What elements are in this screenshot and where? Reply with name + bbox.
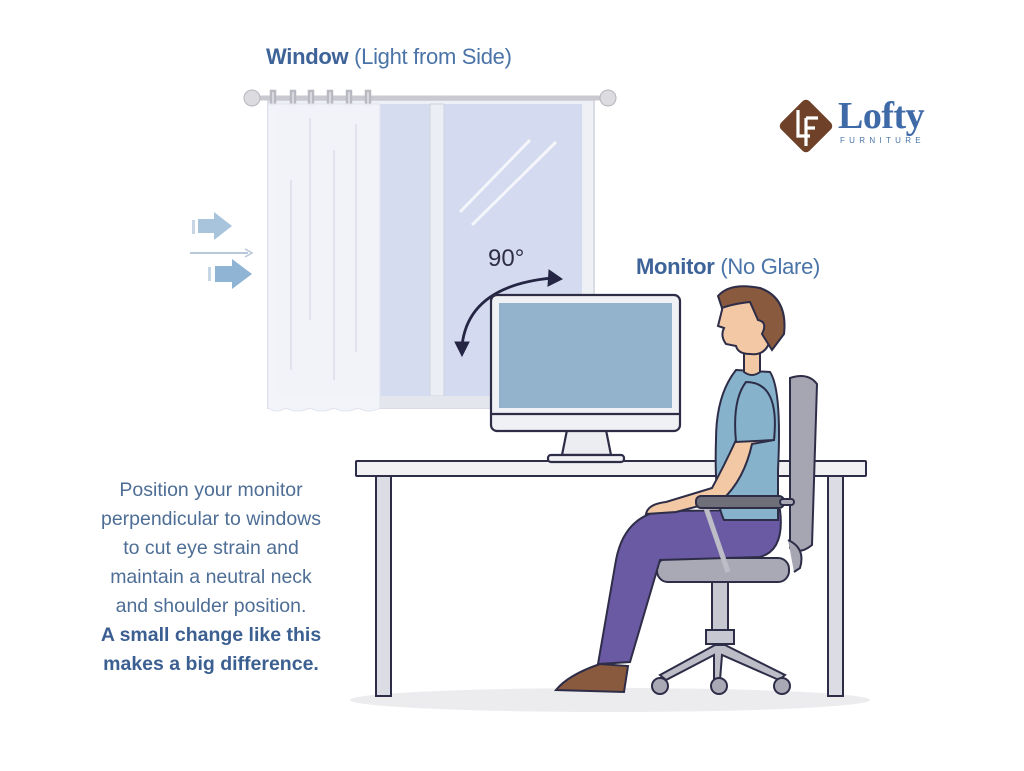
monitor — [489, 293, 682, 464]
brand-name: Lofty — [838, 95, 925, 137]
person-shoe — [553, 662, 630, 694]
person-hair — [716, 285, 786, 352]
caption-emphasis-line: A small change like this — [100, 624, 322, 646]
monitor-label-bold: Monitor — [636, 254, 715, 279]
caption-line: perpendicular to windows — [100, 508, 322, 530]
seated-person — [553, 285, 786, 694]
window-label-detail: (Light from Side) — [354, 44, 512, 69]
person-legs — [596, 508, 782, 666]
window-label-bold: Window — [266, 44, 349, 69]
person-sleeve — [734, 380, 776, 444]
caption-emphasis-line: makes a big difference. — [103, 653, 319, 675]
window-label: Window (Light from Side) — [266, 44, 512, 70]
brand-tagline: FURNITURE — [840, 136, 925, 145]
caption-line: maintain a neutral neck — [110, 566, 312, 588]
floor-shadow — [350, 688, 870, 712]
office-chair — [651, 375, 819, 695]
logo-diamond-icon — [779, 99, 833, 153]
rotation-arc-arrow-icon — [454, 269, 563, 358]
caption-block: Position your monitor perpendicular to w… — [76, 476, 346, 679]
caption-line: to cut eye strain and — [123, 537, 299, 559]
chair-armrest — [695, 495, 795, 573]
angle-label: 90° — [488, 245, 524, 272]
brand-logo: Lofty FURNITURE — [776, 94, 956, 156]
light-direction-arrows-icon — [190, 212, 254, 289]
caption-line: and shoulder position. — [115, 595, 307, 617]
caption-line: Position your monitor — [119, 479, 303, 501]
sheer-curtain — [267, 103, 381, 412]
monitor-label: Monitor (No Glare) — [636, 254, 820, 280]
monitor-label-detail: (No Glare) — [720, 254, 821, 279]
